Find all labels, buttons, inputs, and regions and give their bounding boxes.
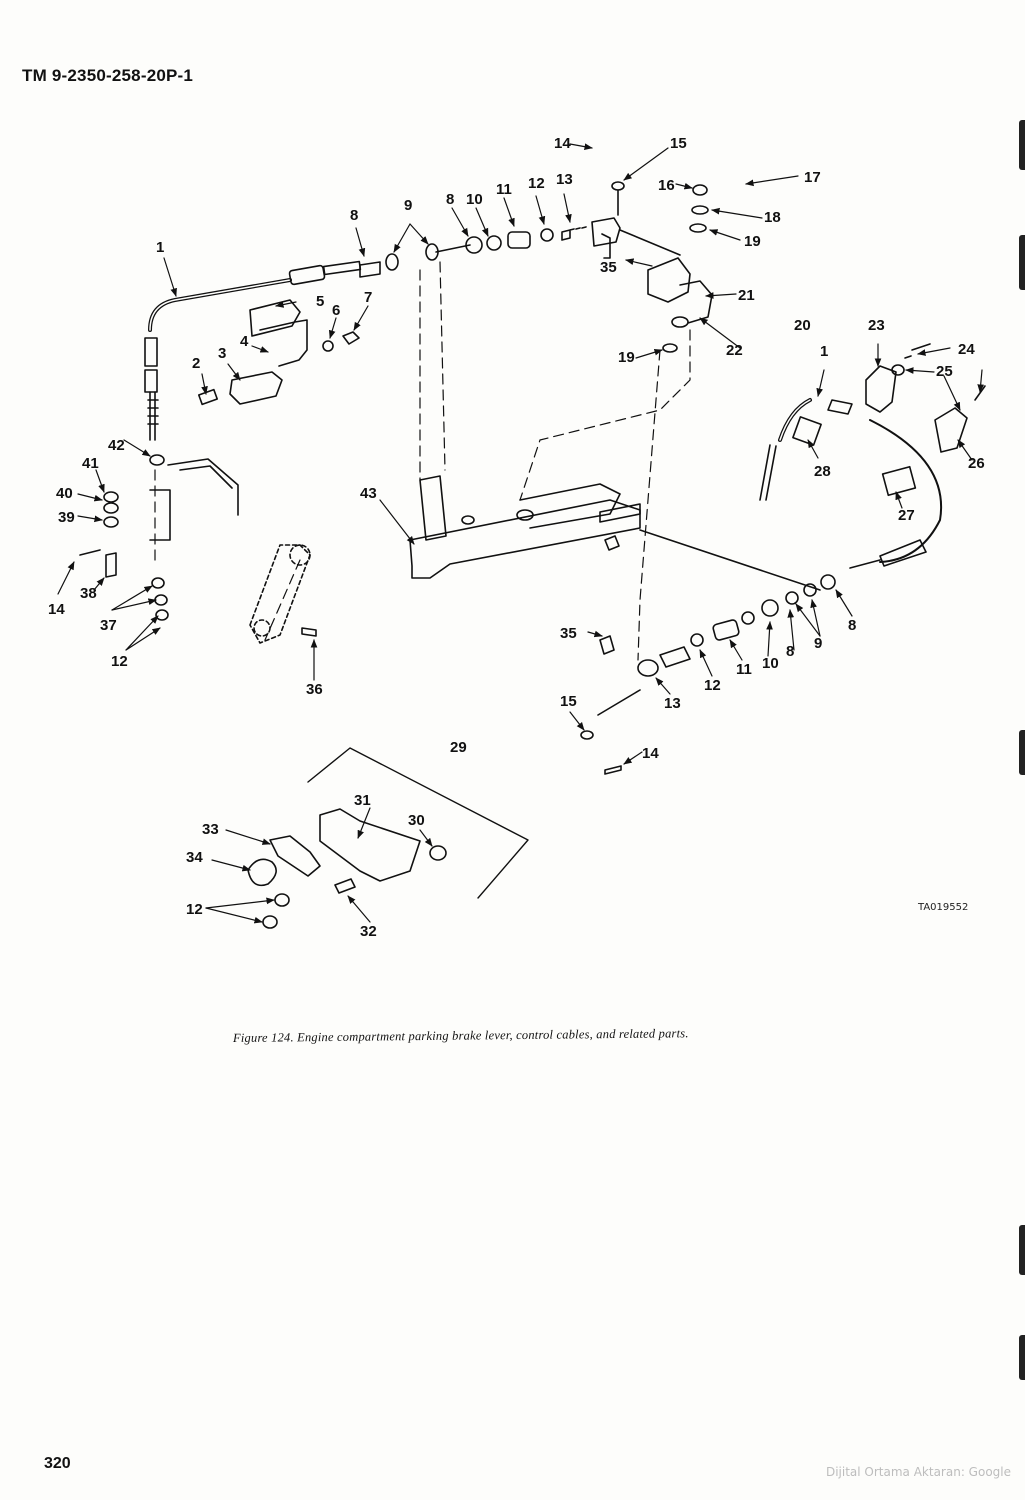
callout-label: 3 — [218, 345, 226, 362]
callout-label: 9 — [814, 635, 822, 652]
callout-label: 8 — [786, 643, 794, 660]
callout-label: 12 — [186, 901, 203, 918]
callout-label: 8 — [350, 207, 358, 224]
callout-label: 43 — [360, 485, 377, 502]
binding-mark — [1019, 235, 1025, 290]
callout-label: 6 — [332, 302, 340, 319]
callout-label: 40 — [56, 485, 73, 502]
callout-label: 37 — [100, 617, 117, 634]
callout-label: 38 — [80, 585, 97, 602]
exploded-parts-diagram: 1123456788889910101111121212121313141414… — [48, 135, 986, 940]
callout-label: 41 — [82, 455, 99, 472]
callout-label: 35 — [600, 259, 617, 276]
phantom-lever — [249, 544, 311, 644]
binding-mark — [1019, 120, 1025, 170]
binding-mark — [1019, 1335, 1025, 1380]
callout-label: 26 — [968, 455, 985, 472]
callout-label: 12 — [528, 175, 545, 192]
leader-lines — [57, 143, 985, 924]
pin-36 — [301, 627, 317, 637]
callout-label: 29 — [450, 739, 467, 756]
callout-label: 13 — [556, 171, 573, 188]
callout-label: 30 — [408, 812, 425, 829]
manual-number: TM 9-2350-258-20P-1 — [22, 66, 194, 85]
routing-lines — [154, 261, 691, 661]
callout-label: 14 — [642, 745, 659, 762]
callout-label: 17 — [804, 169, 821, 186]
control-cable-right — [759, 343, 986, 569]
callout-label: 31 — [354, 792, 371, 809]
callout-label: 12 — [704, 677, 721, 694]
callout-label: 15 — [560, 693, 577, 710]
callout-label: 22 — [726, 342, 743, 359]
lower-cable-hardware — [580, 574, 836, 775]
callout-label: 11 — [736, 661, 752, 678]
callout-label: 20 — [794, 317, 811, 334]
callout-label: 35 — [560, 625, 577, 642]
callout-label: 10 — [762, 655, 779, 672]
upper-lever-assembly — [601, 181, 713, 353]
scan-credit: Dijital Ortama Aktaran: Google — [825, 1465, 1011, 1479]
callout-label: 19 — [618, 349, 635, 366]
callout-label: 33 — [202, 821, 219, 838]
callout-label: 11 — [496, 181, 512, 198]
drawing-code: TA019552 — [917, 902, 968, 913]
page-number: 320 — [44, 1455, 71, 1472]
callout-label: 12 — [111, 653, 128, 670]
callout-label: 16 — [658, 177, 675, 194]
callout-label: 4 — [240, 333, 249, 350]
left-linkage-parts — [79, 454, 239, 621]
callout-label: 14 — [48, 601, 65, 618]
callout-label: 36 — [306, 681, 323, 698]
callout-label: 15 — [670, 135, 687, 152]
callout-layer: 1123456788889910101111121212121313141414… — [48, 135, 985, 940]
callout-label: 5 — [316, 293, 324, 310]
callout-label: 25 — [936, 363, 953, 380]
lever-subassembly-29 — [247, 747, 529, 929]
callout-label: 1 — [820, 343, 828, 360]
callout-label: 21 — [738, 287, 755, 304]
callout-label: 2 — [192, 355, 200, 372]
callout-label: 10 — [466, 191, 483, 208]
callout-label: 18 — [764, 209, 781, 226]
callout-label: 23 — [868, 317, 885, 334]
binding-mark — [1019, 730, 1025, 775]
binding-mark — [1019, 1225, 1025, 1275]
callout-label: 8 — [446, 191, 454, 208]
callout-label: 8 — [848, 617, 856, 634]
mounting-bracket — [409, 475, 821, 591]
callout-label: 24 — [958, 341, 975, 358]
callout-label: 7 — [364, 289, 372, 306]
callout-label: 39 — [58, 509, 75, 526]
callout-label: 13 — [664, 695, 681, 712]
callout-label: 9 — [404, 197, 412, 214]
callout-label: 19 — [744, 233, 761, 250]
upper-cable-hardware — [359, 217, 621, 278]
figure-caption: Figure 124. Engine compartment parking b… — [232, 1026, 689, 1045]
callout-label: 42 — [108, 437, 125, 454]
callout-label: 32 — [360, 923, 377, 940]
callout-label: 14 — [554, 135, 571, 152]
callout-label: 34 — [186, 849, 203, 866]
callout-label: 28 — [814, 463, 831, 480]
callout-label: 1 — [156, 239, 164, 256]
callout-label: 27 — [898, 507, 915, 524]
